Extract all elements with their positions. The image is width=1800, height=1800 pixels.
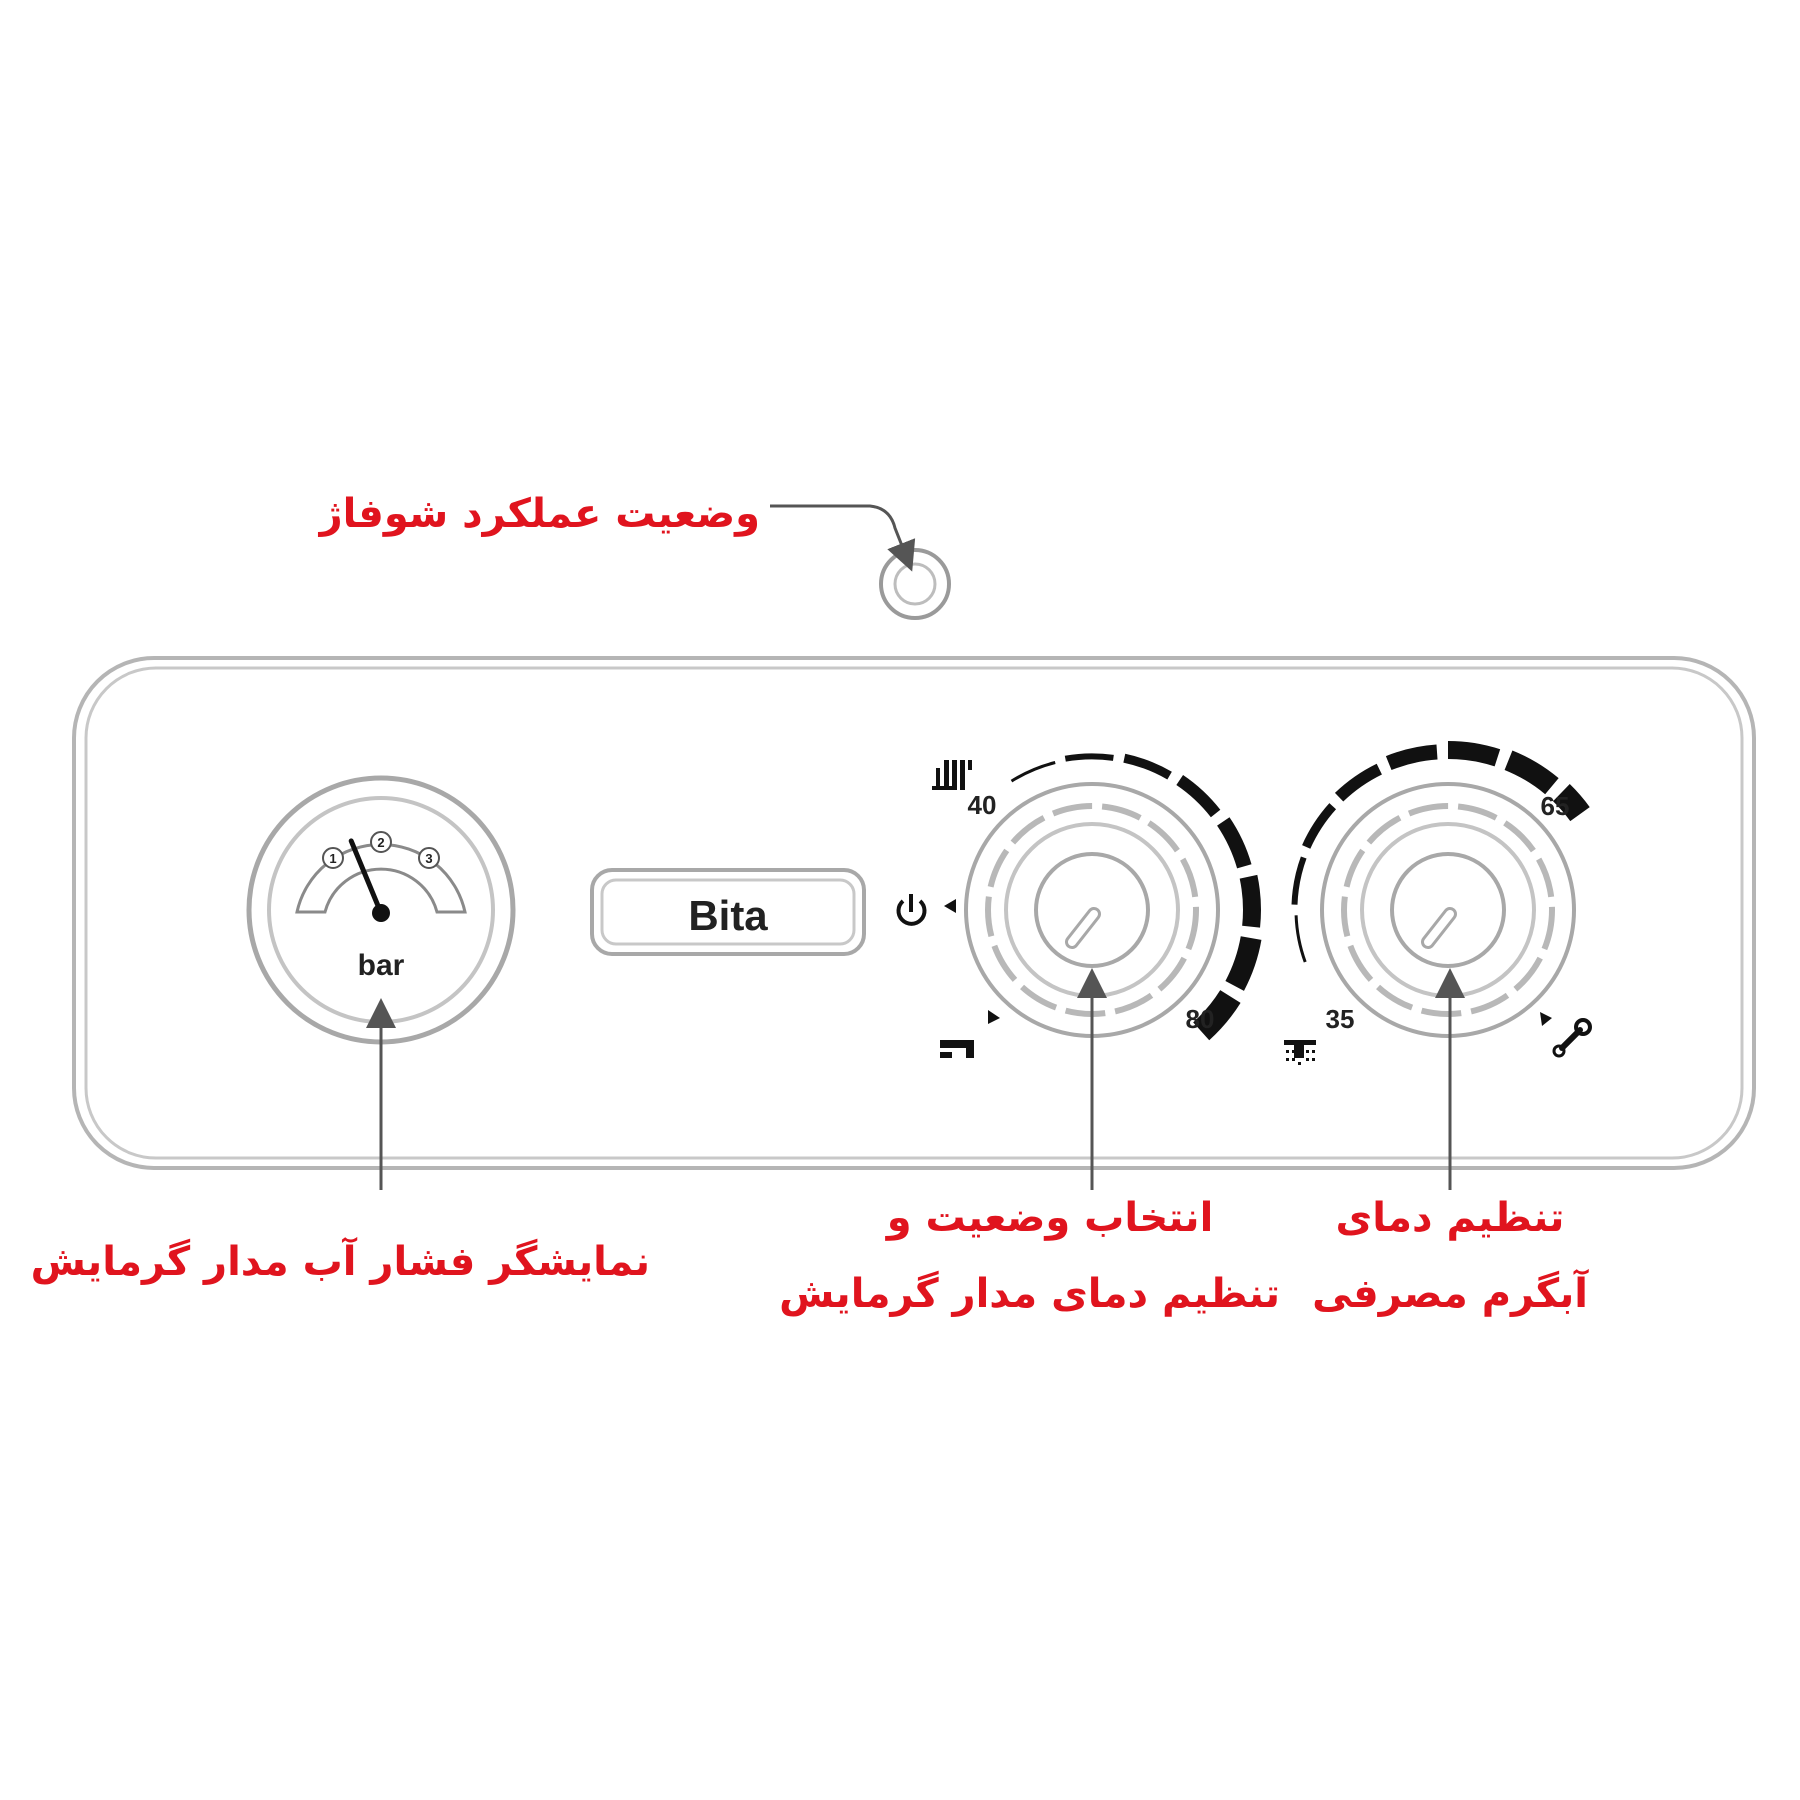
gauge-unit-label: bar [358,949,405,982]
gauge-mark-1: 1 [329,851,336,866]
heating-temperature-knob[interactable]: 40 80 [896,753,1262,1058]
gauge-mark-2: 2 [377,835,384,850]
faucet-icon [940,1010,1000,1058]
dhw-scale-bar [1552,783,1590,822]
heating-min-label: 40 [968,790,997,820]
heating-scale-bar [1225,936,1262,991]
gauge-scale-marks: 1 2 3 [322,831,440,869]
heating-callout-line-1: انتخاب وضعیت و [886,1195,1214,1241]
panel-outline [72,656,1756,1170]
power-icon [896,894,956,926]
dhw-scale-bars [1291,740,1590,963]
status-callout: وضعیت عملکرد شوفاژ [319,476,760,552]
dhw-callout: تنظیم دمای آبگرم مصرفی [1300,1180,1600,1332]
heating-scale-bar [1176,775,1221,818]
heating-scale-bars [1010,753,1262,1041]
heating-callout-line-2: تنظیم دمای مدار گرمایش [779,1271,1280,1317]
dhw-callout-line-2: آبگرم مصرفی [1312,1271,1588,1317]
status-arrow [770,504,916,572]
pressure-callout-text: نمایشگر فشار آب مدار گرمایش [30,1239,650,1285]
heating-scale-bar [1216,817,1252,869]
shower-icon [1284,1040,1316,1065]
radiator-icon [932,760,972,790]
brand-name: Bita [688,892,768,939]
dhw-scale-bar [1334,763,1383,802]
gauge-mark-3: 3 [425,851,432,866]
heating-scale-bar [1064,753,1114,762]
heating-max-label: 80 [1186,1004,1215,1034]
brand-plate: Bita [590,868,866,956]
heating-scale-bar [1192,989,1241,1041]
heating-scale-bar [1239,874,1261,928]
dhw-scale-bar [1385,744,1438,771]
dhw-scale-bar [1447,740,1501,767]
dhw-scale-bar [1294,915,1307,963]
dhw-min-label: 35 [1326,1004,1355,1034]
heating-scale-bar [1010,761,1056,783]
wrench-icon [1540,1012,1592,1058]
heating-callout: انتخاب وضعیت و تنظیم دمای مدار گرمایش [779,1180,1280,1332]
status-callout-text: وضعیت عملکرد شوفاژ [319,491,760,537]
dhw-scale-bar [1504,750,1559,795]
gauge-needle-hub [372,904,390,922]
gauge-needle [348,838,384,916]
pressure-gauge: 1 2 3 bar [246,775,516,1045]
dhw-callout-line-1: تنظیم دمای [1335,1195,1565,1241]
heating-scale-bar [1123,753,1172,780]
dhw-scale-bar [1291,856,1307,905]
pressure-callout: نمایشگر فشار آب مدار گرمایش [30,1224,650,1300]
dhw-scale-bar [1302,803,1337,849]
status-indicator-lamp [879,548,951,620]
dhw-max-label: 65 [1541,791,1570,821]
dhw-temperature-knob[interactable]: 35 65 [1284,740,1592,1065]
